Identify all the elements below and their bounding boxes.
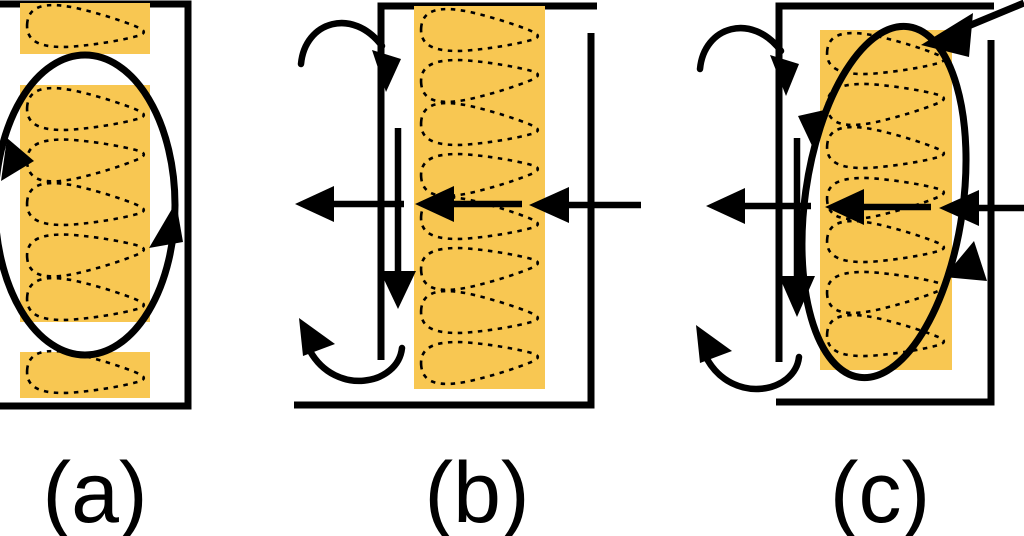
panel-a-coil-loops-main-loop-3 <box>25 233 146 278</box>
panel-a-coil-loops-bottom-loop-0 <box>25 349 146 395</box>
panel-c-shear-arrow-right-head <box>939 190 979 226</box>
panel-c-impact-arrow-head <box>921 13 973 57</box>
panel-c-rotation-arc-bottom <box>703 353 803 393</box>
panel-b-shear-arrow-right-head <box>529 187 569 223</box>
panel-a-granular-band-main <box>20 85 150 322</box>
panel-b-shear-arrow-mid-head <box>415 186 454 222</box>
panel-b-rotation-arc-bottom-head <box>299 318 335 356</box>
panel-b-coil-loops-loop-6 <box>419 289 540 335</box>
panel-c-downflow-arrow-head <box>779 276 815 317</box>
panel-a-coil-loops-top-loop-0 <box>25 3 146 49</box>
panel-c-roll-arrowhead-up-right <box>944 241 987 281</box>
panel-c-frame-bottom-right <box>776 40 995 406</box>
panel-c-rotation-arc-top-head <box>770 55 799 96</box>
panel-b-coil-loops-loop-1 <box>419 58 540 104</box>
panel-b-coil-loops-loop-3 <box>419 152 540 198</box>
panel-c-rotation-arc-top <box>696 24 785 73</box>
panel-c-frame-top-left <box>775 2 994 362</box>
panel-c-coil-loops-loop-6 <box>825 313 946 358</box>
panel-a-coil-loops-main-loop-0 <box>25 86 146 132</box>
panel-c-roll-arrowhead-down-left <box>798 109 829 150</box>
panel-c-shear-arrow-left-head <box>706 188 745 224</box>
panel-c-coil-loops-loop-2 <box>825 125 946 170</box>
panel-a-label: (a) <box>42 445 148 536</box>
panel-c-rotation-arc-bottom-head <box>696 325 732 363</box>
panel-c-coil-loops-loop-1 <box>825 82 946 127</box>
panel-b-coil-loops-loop-7 <box>419 340 540 386</box>
panel-a-coil-loops-main-loop-4 <box>25 276 146 322</box>
panel-b-frame-bottom-right <box>294 33 595 409</box>
panel-b-rotation-arc-top-head <box>372 50 401 92</box>
panel-c-shear-arrow-mid-head <box>825 189 864 225</box>
panel-b-coil-loops-loop-5 <box>419 246 540 292</box>
panel-b-coil-loops-loop-0 <box>419 7 540 53</box>
panel-b-coil-loops-loop-2 <box>419 101 540 147</box>
panel-a-coil-loops-main-loop-2 <box>25 181 146 227</box>
panel-a-roll-arrowhead-up-right <box>149 202 183 248</box>
panel-b-rotation-arc-top <box>297 19 386 68</box>
panel-b-label: (b) <box>424 445 530 536</box>
panel-b-downflow-arrow-head <box>380 271 416 309</box>
panel-c-coil-loops-loop-4 <box>825 219 946 264</box>
panel-c-label: (c) <box>829 445 931 536</box>
panel-a-roll-arrowhead-down-left <box>1 138 34 181</box>
panel-c-impact-arrow-line <box>964 0 1024 31</box>
panel-b-shear-arrow-left-head <box>295 186 334 222</box>
panel-a-coil-loops-main-loop-1 <box>25 138 146 183</box>
panel-b-coil-loops-loop-4 <box>419 195 540 241</box>
panel-c-coil-loops-loop-3 <box>825 176 946 221</box>
panel-b-rotation-arc-bottom <box>306 344 406 385</box>
